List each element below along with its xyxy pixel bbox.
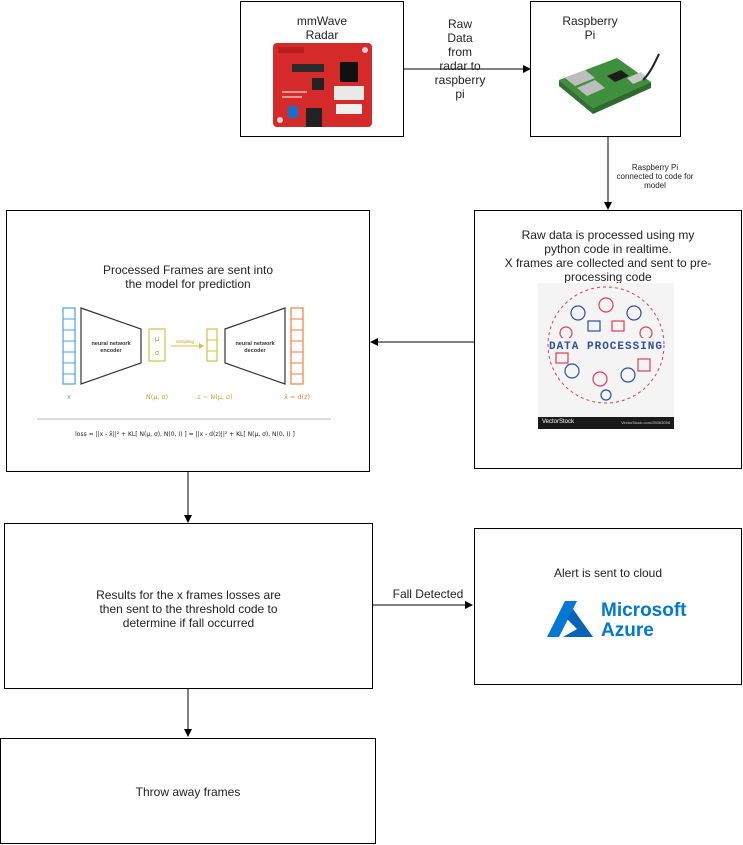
image-footer: VectorStock VectorStock.com/25063098	[538, 417, 674, 429]
text-line: python code in realtime.	[544, 242, 672, 256]
encoder-label-2: encoder	[100, 348, 122, 354]
node-processing-text: Raw data is processed using my python co…	[475, 228, 741, 284]
edge-label-line: pi	[455, 87, 465, 101]
edge-label-line: model	[644, 181, 666, 190]
node-processing[interactable]: Raw data is processed using my python co…	[474, 210, 742, 469]
azure-logo: Microsoft Azure	[547, 601, 687, 641]
image-footer-left: VectorStock	[542, 419, 575, 425]
decoder-label-1: neural network	[235, 341, 275, 347]
node-radar[interactable]: mmWave Radar	[240, 1, 404, 137]
text-line: Results for the x frames losses are	[96, 588, 281, 602]
node-threshold-text: Results for the x frames losses are then…	[5, 588, 372, 630]
text-line: the model for prediction	[125, 277, 251, 291]
node-raspberry-pi[interactable]: Raspberry Pi	[530, 1, 681, 137]
azure-logo-text-line1: Microsoft	[601, 600, 687, 621]
node-pi-title: Raspberry Pi	[531, 14, 649, 42]
edge-label-line: Raw	[447, 17, 472, 31]
encoder-label-1: neural network	[91, 341, 131, 347]
node-radar-title: mmWave Radar	[241, 14, 403, 42]
edge-label-raw-data: Raw Data from radar to raspberry pi	[430, 17, 490, 101]
text-line: processing code	[564, 270, 652, 284]
node-threshold[interactable]: Results for the x frames losses are then…	[4, 523, 373, 689]
output-vector	[290, 307, 304, 385]
title-line: Raspberry	[562, 14, 618, 28]
azure-logo-text-line2: Azure	[601, 620, 654, 641]
latent-vector	[206, 328, 218, 362]
node-model-text: Processed Frames are sent into the model…	[7, 263, 369, 291]
data-processing-illustration: DATA PROCESSING	[547, 286, 665, 404]
x-label: x	[67, 394, 71, 401]
edge-label-pi-connected: Raspberry Pi connected to code for model	[610, 163, 700, 190]
radar-board-image	[273, 43, 372, 127]
image-footer-right: VectorStock.com/25063098	[621, 420, 670, 425]
azure-logo-icon	[547, 601, 593, 637]
dist-label: N(μ, σ)	[146, 393, 168, 401]
node-throw-away[interactable]: Throw away frames	[0, 738, 376, 844]
mu-label: μ	[155, 335, 160, 343]
text-line: X frames are collected and sent to pre-	[504, 256, 712, 270]
node-cloud[interactable]: Alert is sent to cloud Microsoft Azure	[474, 528, 742, 685]
title-line: mmWave	[296, 14, 348, 28]
edge-label-line: radar to	[439, 59, 481, 73]
title-line: Radar	[305, 28, 339, 42]
decoder-label-2: decoder	[244, 348, 266, 354]
node-cloud-text: Alert is sent to cloud	[553, 566, 663, 580]
z-label: z ~ N(μ, σ)	[197, 393, 232, 401]
xhat-label: x̂ = d(z)	[284, 393, 310, 401]
sigma-label: σ	[155, 349, 160, 357]
raspberry-pi-image	[559, 53, 660, 114]
text-line: Raw data is processed using my	[521, 228, 695, 242]
sampling-label: sampling	[176, 339, 195, 344]
text-line: determine if fall occurred	[122, 616, 255, 630]
node-model[interactable]: Processed Frames are sent into the model…	[6, 210, 370, 472]
edge-label-line: Raspberry Pi	[631, 163, 679, 172]
decoder-shape	[224, 307, 286, 385]
text-line: Processed Frames are sent into	[102, 263, 274, 277]
text-line: then sent to the threshold code to	[99, 602, 278, 616]
edge-label-fall-detected: Fall Detected	[392, 587, 464, 601]
edge-label-line: raspberry	[434, 73, 486, 87]
encoder-shape	[80, 307, 142, 385]
edge-label-line: Data	[447, 31, 473, 45]
node-throw-text: Throw away frames	[135, 785, 241, 799]
data-processing-image: DATA PROCESSING VectorStock VectorStock.…	[538, 283, 674, 429]
data-processing-title: DATA PROCESSING	[549, 341, 663, 353]
vae-diagram: neural network encoder μ σ sampling neur…	[37, 307, 331, 438]
input-vector	[62, 307, 76, 385]
latent-box	[148, 328, 166, 362]
edge-label-line: connected to code for	[616, 172, 694, 181]
edge-label-line: from	[448, 45, 472, 59]
title-line: Pi	[584, 28, 596, 42]
loss-formula: loss = ||x - x̂||² + KL[ N(μ, σ), N(0, I…	[75, 431, 295, 438]
